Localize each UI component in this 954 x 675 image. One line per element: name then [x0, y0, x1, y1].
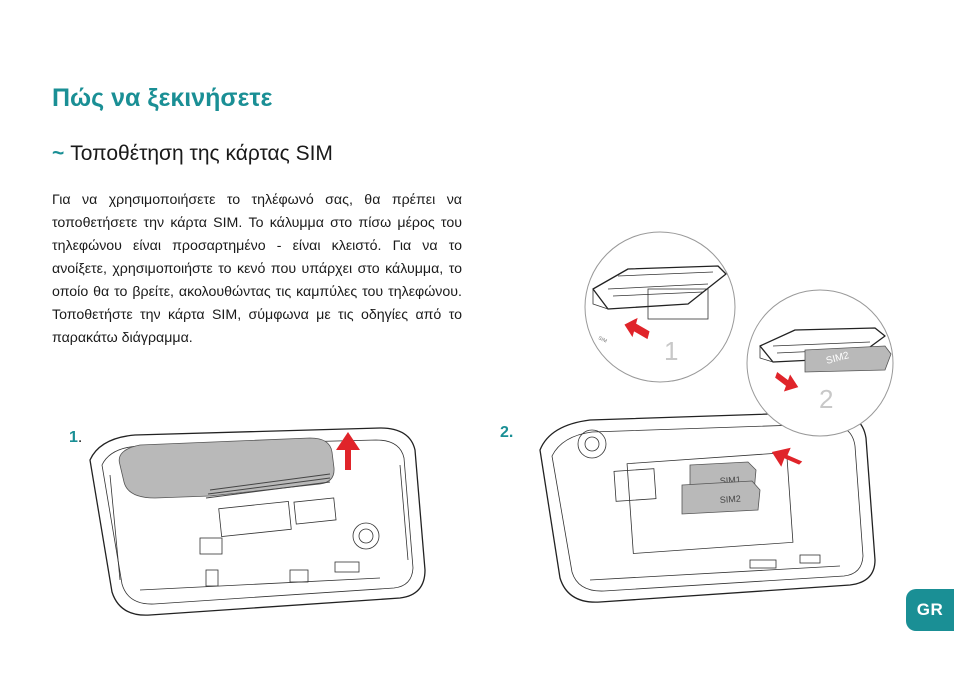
- instructions-paragraph: Για να χρησιμοποιήσετε το τηλέφωνό σας, …: [52, 192, 462, 346]
- section-title: ~Τοποθέτηση της κάρτας SIM: [52, 142, 333, 166]
- step-1-dot: .: [77, 429, 83, 446]
- inset-sim-tray-2: SIM2 2: [746, 289, 894, 437]
- phone-body-1: [89, 427, 426, 616]
- figure-insert-sim: SIM1 SIM2: [539, 411, 876, 603]
- step-2-dot: .: [508, 424, 514, 441]
- phone-body-2: [539, 411, 876, 603]
- sim-card-inset: SIM2: [804, 345, 892, 373]
- sim2-label: SIM2: [719, 494, 741, 505]
- step-1-label: 1.: [69, 429, 82, 447]
- sim-card-2: SIM2: [681, 480, 761, 515]
- inset-number-1: 1: [664, 336, 678, 366]
- section-title-text: Τοποθέτηση της κάρτας SIM: [70, 142, 333, 165]
- sim1-label: SIM1: [719, 475, 741, 486]
- page-title: Πώς να ξεκινήσετε: [52, 84, 273, 112]
- insert-arrow-icon: [771, 447, 803, 467]
- insert-arrow-icon-2: [775, 371, 799, 392]
- svg-text:SIM: SIM: [597, 335, 608, 344]
- step-2-number: 2: [500, 424, 509, 441]
- step-2-label: 2.: [500, 424, 513, 442]
- step-1-number: 1: [69, 429, 78, 446]
- inset-number-2: 2: [819, 384, 833, 414]
- figure-remove-cover: [89, 427, 426, 616]
- language-badge: GR: [906, 589, 954, 631]
- battery-cover: [118, 437, 335, 499]
- slide-arrow-icon-1: [624, 317, 650, 340]
- inset-sim-tray-1: SIM 1: [584, 231, 736, 383]
- section-bullet: ~: [52, 142, 65, 165]
- lift-arrow-icon: [336, 432, 360, 470]
